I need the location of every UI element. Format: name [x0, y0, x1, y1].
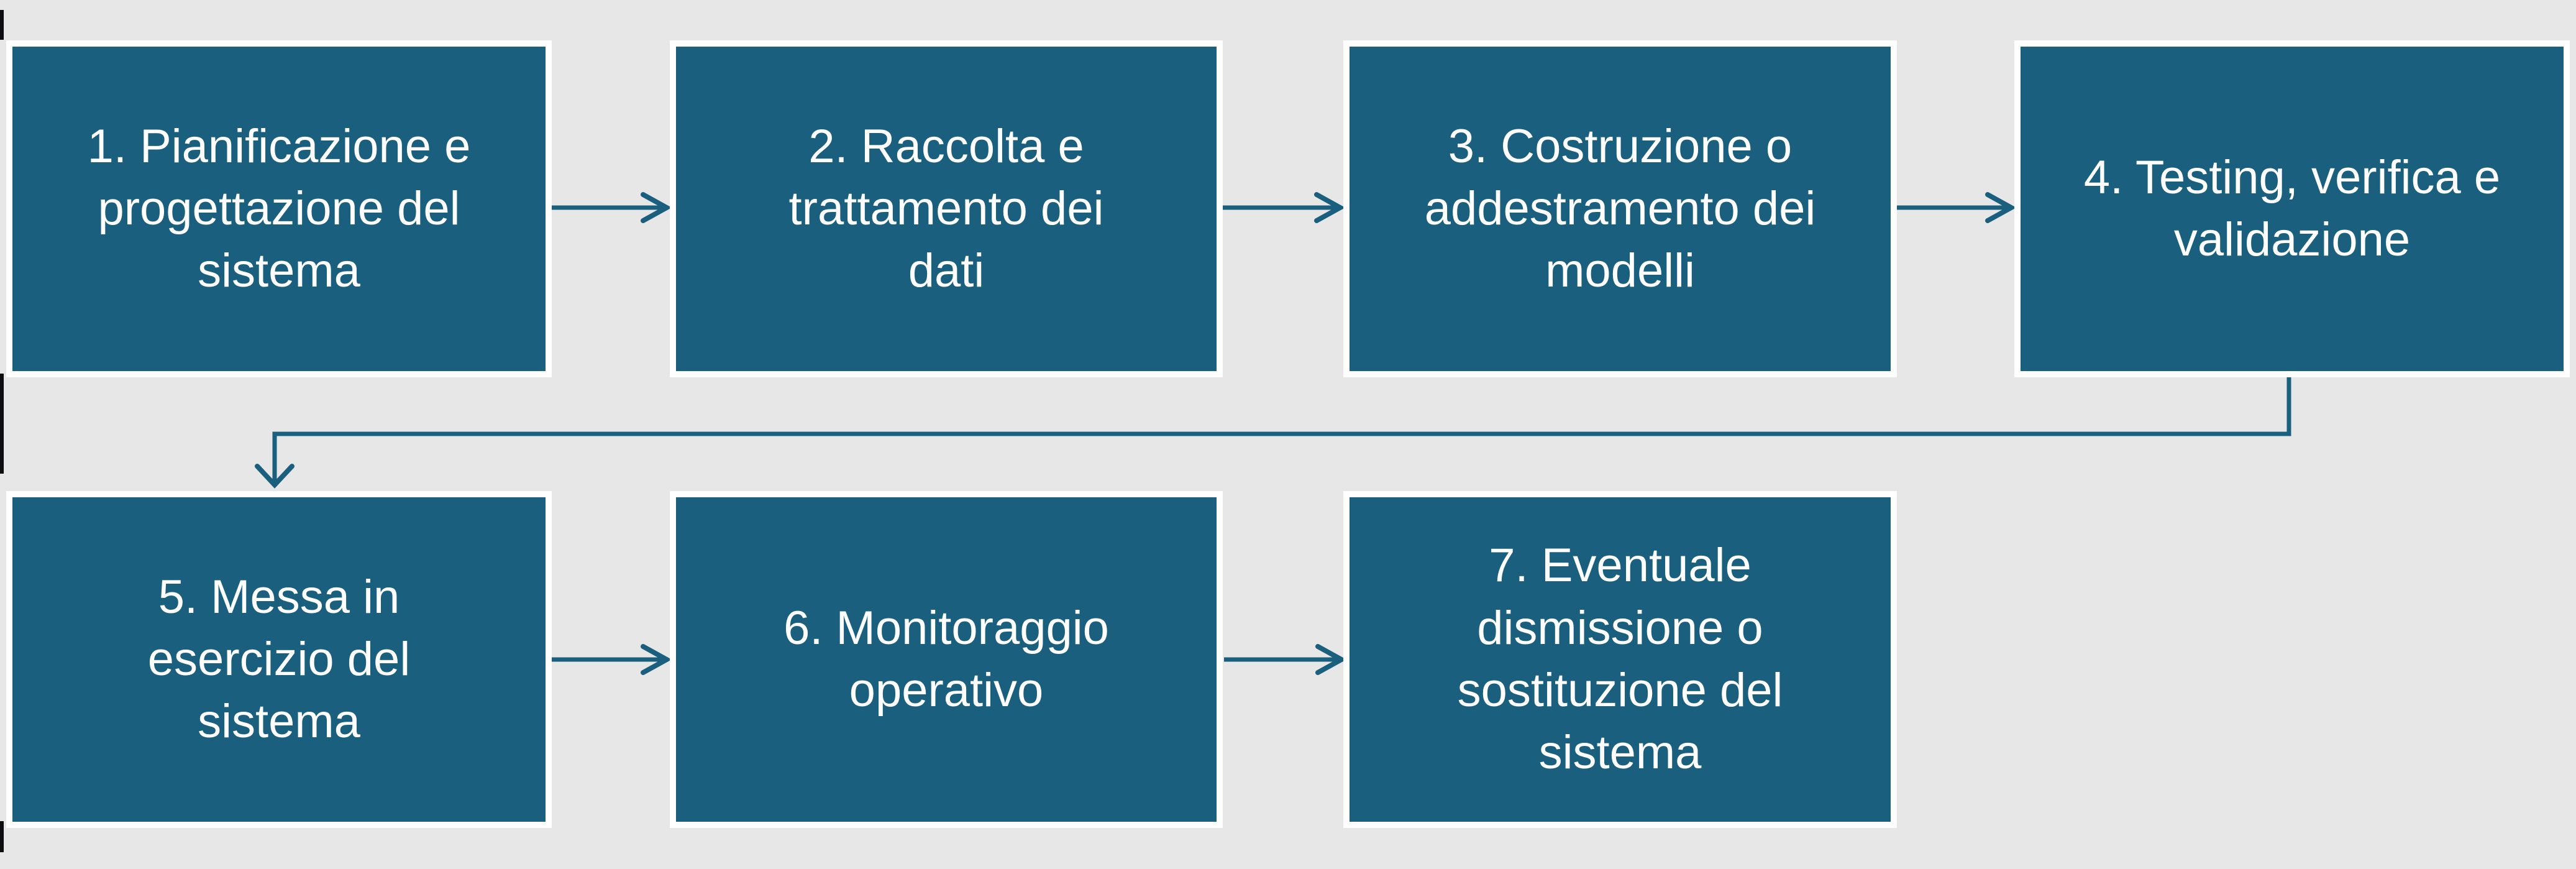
left-edge-sliver-middle	[0, 374, 4, 474]
arrow-right-icon-2-3	[1223, 192, 1346, 223]
flow-step-5-label: 5. Messa in esercizio del sistema	[147, 570, 411, 748]
left-edge-sliver-top	[0, 10, 4, 40]
flow-step-4: 4. Testing, verifica e validazione	[2014, 40, 2570, 377]
flow-step-1: 1. Pianificazione e progettazione del si…	[6, 40, 552, 377]
flow-step-1-label: 1. Pianificazione e progettazione del si…	[87, 119, 471, 298]
flow-step-7-label: 7. Eventuale dismissione o sostituzione …	[1457, 539, 1783, 779]
arrow-right-icon-5-6	[552, 644, 672, 675]
flow-step-6-label: 6. Monitoraggio operativo	[783, 601, 1109, 717]
flow-step-6: 6. Monitoraggio operativo	[670, 491, 1223, 828]
flow-step-2: 2. Raccolta e trattamento dei dati	[670, 40, 1223, 377]
flow-step-4-label: 4. Testing, verifica e validazione	[2083, 150, 2501, 266]
flow-step-7: 7. Eventuale dismissione o sostituzione …	[1343, 491, 1897, 828]
arrow-right-icon-6-7	[1224, 644, 1347, 675]
flow-step-5: 5. Messa in esercizio del sistema	[6, 491, 552, 828]
elbow-arrow-icon-4-5	[255, 376, 2291, 489]
flow-step-2-label: 2. Raccolta e trattamento dei dati	[788, 119, 1104, 298]
arrow-right-icon-1-2	[552, 192, 672, 223]
arrow-right-icon-3-4	[1897, 192, 2017, 223]
flow-step-3: 3. Costruzione o addestramento dei model…	[1343, 40, 1897, 377]
flow-step-3-label: 3. Costruzione o addestramento dei model…	[1424, 119, 1816, 298]
left-edge-sliver-bottom	[0, 821, 4, 852]
